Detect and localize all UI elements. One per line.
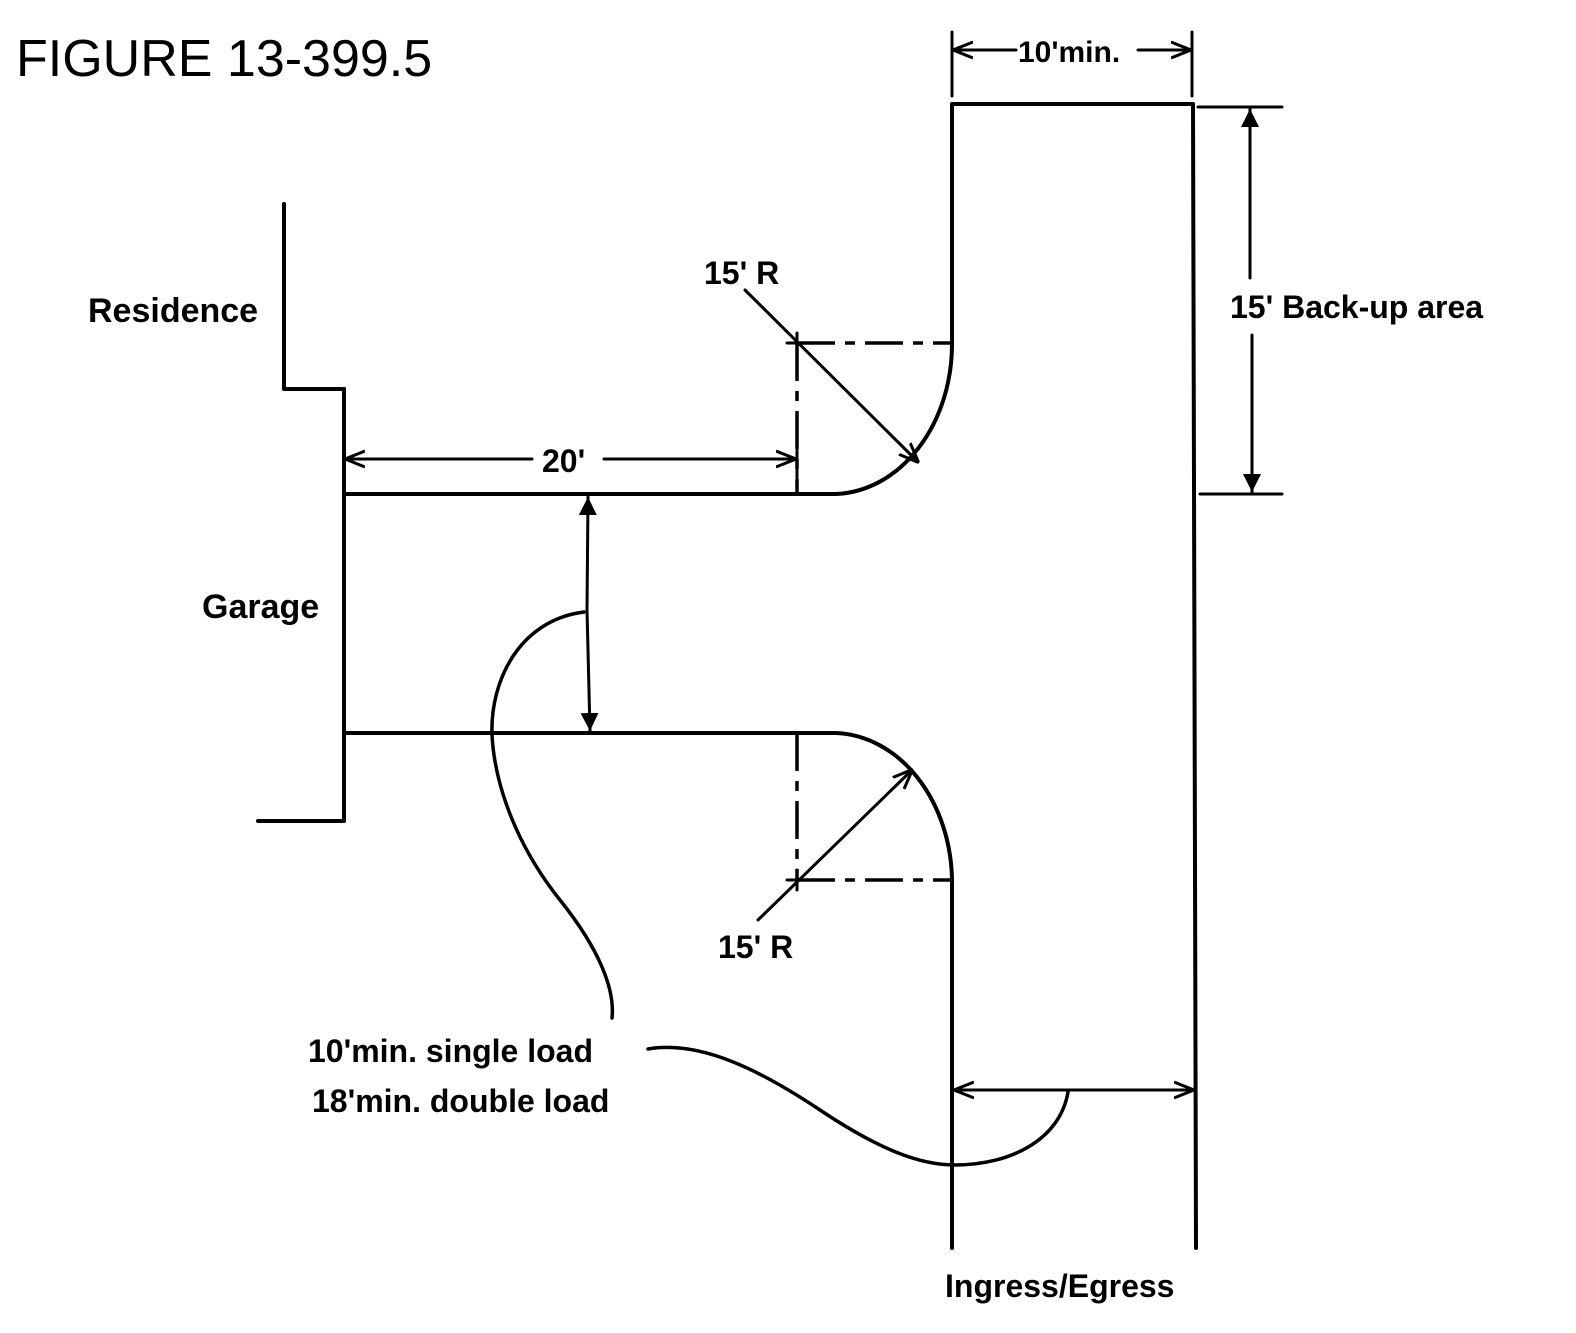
driveway-top-edge: [342, 102, 1195, 496]
setback-dimension: [344, 443, 799, 496]
bottom-radius-label: 15' R: [718, 929, 793, 965]
top-radius-label: 15' R: [704, 255, 779, 291]
note-leader-to-ingress: [646, 1045, 1070, 1167]
access-right-edge: [1191, 102, 1198, 1250]
residence-wall: [282, 202, 346, 391]
bottom-radius-leader: [756, 770, 912, 922]
building-outline: [256, 202, 346, 823]
backup-area-dimension: [1196, 105, 1284, 496]
garage-label: Garage: [202, 588, 319, 626]
driveway-width-dim-down: [580, 608, 599, 733]
setback-label: 20': [542, 443, 585, 479]
top-radius-leader: [743, 288, 918, 462]
figure-title: FIGURE 13-399.5: [16, 30, 432, 88]
residence-label: Residence: [88, 292, 258, 330]
access-width-label: 10'min.: [1018, 36, 1120, 69]
backup-area-label: 15' Back-up area: [1230, 289, 1483, 325]
access-width-dimension: [950, 30, 1194, 98]
ingress-egress-label: Ingress/Egress: [945, 1268, 1174, 1304]
double-load-note: 18'min. double load: [312, 1083, 609, 1119]
single-load-note: 10'min. single load: [308, 1033, 593, 1069]
garage-wall: [256, 387, 346, 823]
radius-construction-lines: [785, 331, 952, 892]
driveway-bottom-edge: [342, 731, 954, 1250]
note-leader-to-driveway: [490, 610, 615, 1020]
driveway-width-dim-up: [578, 495, 597, 612]
